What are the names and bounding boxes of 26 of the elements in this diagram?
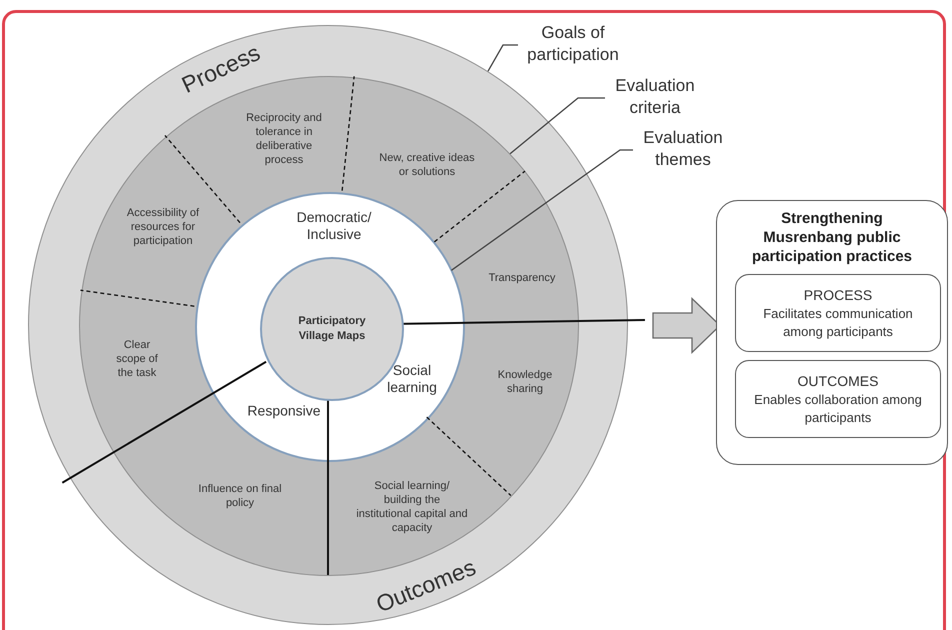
center-label: Participatory Village Maps [297, 314, 367, 344]
criterion-label: Clear scope of the task [109, 338, 165, 380]
card-text: Facilitates communication among participants [762, 304, 914, 340]
criterion-label: Accessibility of resources for participation [125, 206, 201, 248]
callout-label: Goals of participation [518, 22, 628, 66]
leader-line [487, 44, 518, 72]
card-title: PROCESS [804, 286, 872, 304]
leader-line [510, 97, 605, 154]
card-text: Enables collaboration among participants [753, 390, 923, 426]
theme-label: Democratic/ Inclusive [284, 209, 384, 243]
criterion-label: Social learning/ building the institutional capital and capacity [356, 479, 468, 535]
card-title: OUTCOMES [798, 372, 878, 390]
theme-label: Social learning [372, 362, 452, 396]
criterion-label: Transparency [477, 271, 567, 285]
result-card [735, 360, 941, 438]
panel-heading: Strengthening Musrenbang public participation practices [750, 209, 914, 266]
theme-label: Responsive [238, 402, 330, 420]
criterion-label: Influence on final policy [189, 482, 291, 510]
callout-label: Evaluation criteria [605, 75, 705, 119]
result-panel [716, 200, 948, 465]
callout-label: Evaluation themes [633, 127, 733, 171]
criterion-label: Knowledge sharing [485, 368, 565, 396]
leader-line [451, 149, 633, 271]
result-card [735, 274, 941, 352]
criterion-label: Reciprocity and tolerance in deliberative process [239, 111, 329, 167]
criterion-label: New, creative ideas or solutions [373, 151, 481, 179]
